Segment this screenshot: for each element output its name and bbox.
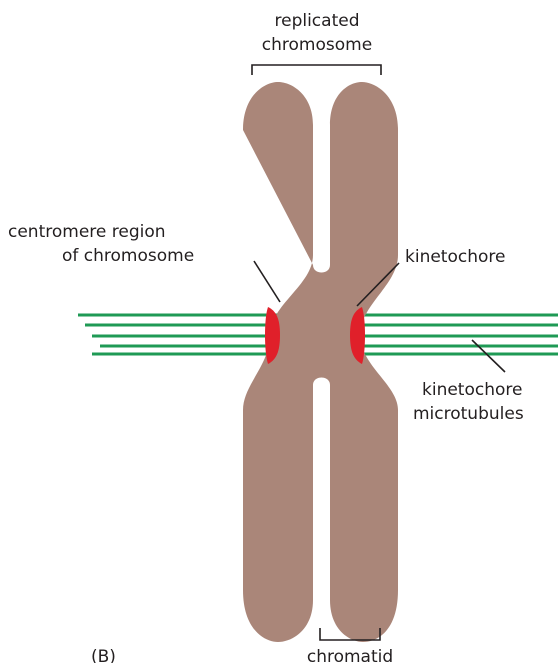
label-chromatid: chromatid (307, 647, 393, 663)
chromatid-groove-lower (316, 400, 327, 633)
label-microtubules-line2: microtubules (413, 404, 524, 424)
label-replicated: replicated (275, 11, 360, 31)
label-chromosome: chromosome (262, 35, 372, 55)
chromatid-groove-upper (316, 108, 327, 271)
label-centromere-region: centromere region (8, 222, 166, 242)
label-microtubules-line1: kinetochore (422, 380, 522, 400)
centromere-leader (254, 261, 280, 302)
chromosome (243, 82, 398, 642)
replicated-chromosome-bracket (252, 65, 381, 75)
label-kinetochore: kinetochore (405, 247, 505, 267)
label-panel-b: (B) (91, 647, 116, 663)
label-of-chromosome: of chromosome (62, 246, 194, 266)
